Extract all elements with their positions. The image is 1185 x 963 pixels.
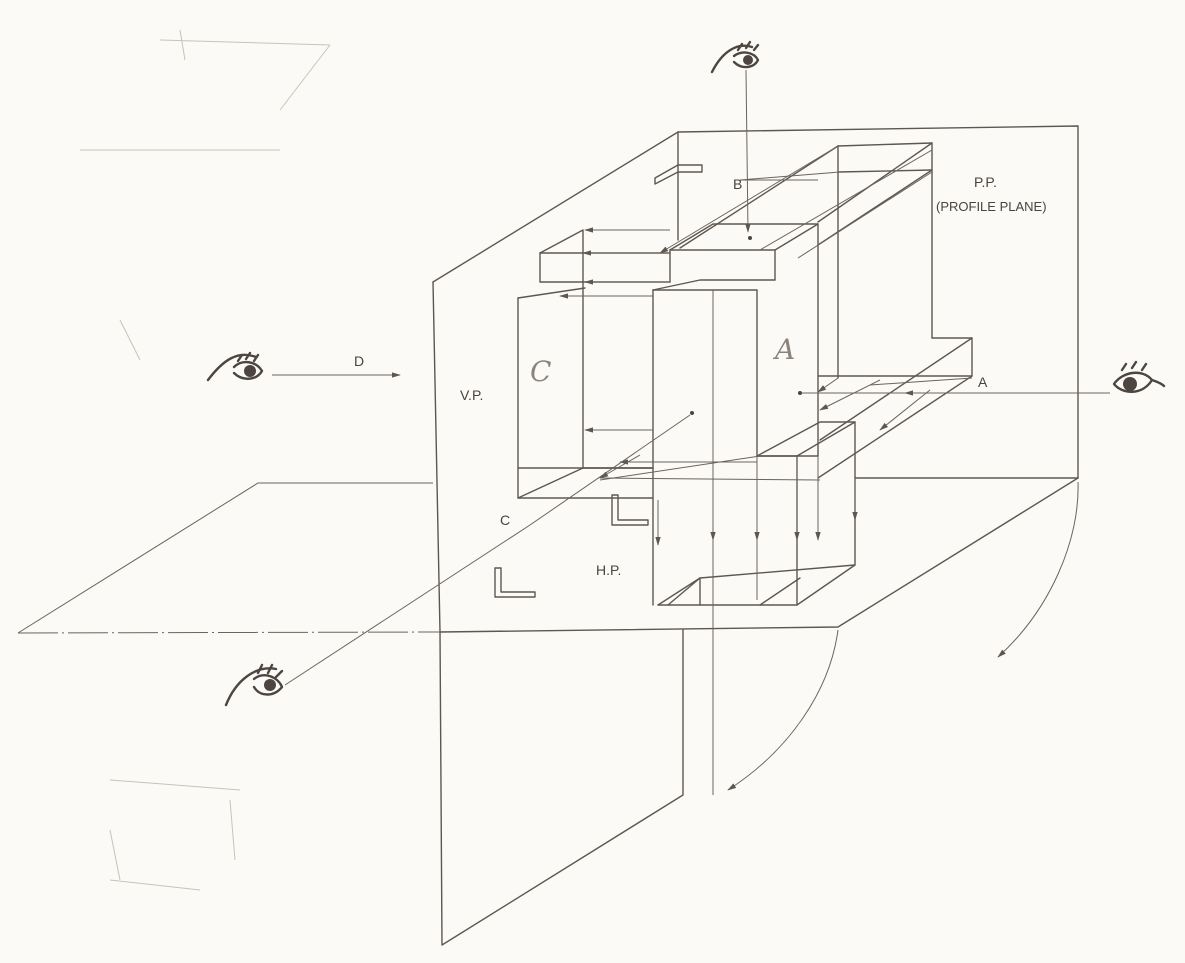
label-profile-plane: (PROFILE PLANE) bbox=[936, 199, 1047, 214]
rotated-lower-plane bbox=[439, 629, 684, 946]
projector-lines bbox=[559, 145, 973, 795]
label-view-B: B bbox=[733, 176, 743, 192]
left-plane-extension bbox=[17, 482, 441, 634]
vertical-plane bbox=[432, 125, 1079, 633]
label-view-D: D bbox=[354, 353, 365, 369]
eye-icon-left bbox=[206, 351, 264, 382]
label-hp: H.P. bbox=[596, 562, 622, 578]
corner-markers bbox=[494, 164, 703, 598]
eye-icon-right bbox=[1112, 360, 1166, 393]
rotation-arcs bbox=[727, 481, 1079, 791]
horizontal-plane bbox=[439, 477, 1079, 633]
view-direction-C bbox=[284, 411, 694, 686]
tall-back-block bbox=[679, 142, 973, 479]
label-pp: P.P. bbox=[974, 174, 997, 190]
view-direction-A bbox=[798, 390, 1110, 396]
central-block bbox=[652, 223, 819, 606]
paper-smudges bbox=[80, 29, 331, 891]
label-vp: V.P. bbox=[460, 387, 484, 403]
label-view-C: C bbox=[500, 512, 511, 528]
face-label-A: A bbox=[775, 333, 796, 366]
label-view-A: A bbox=[978, 374, 988, 390]
view-direction-B bbox=[745, 69, 752, 240]
face-label-C: C bbox=[530, 355, 552, 388]
eye-icon-top bbox=[710, 40, 760, 74]
eye-icon-bottom-left bbox=[224, 663, 284, 707]
